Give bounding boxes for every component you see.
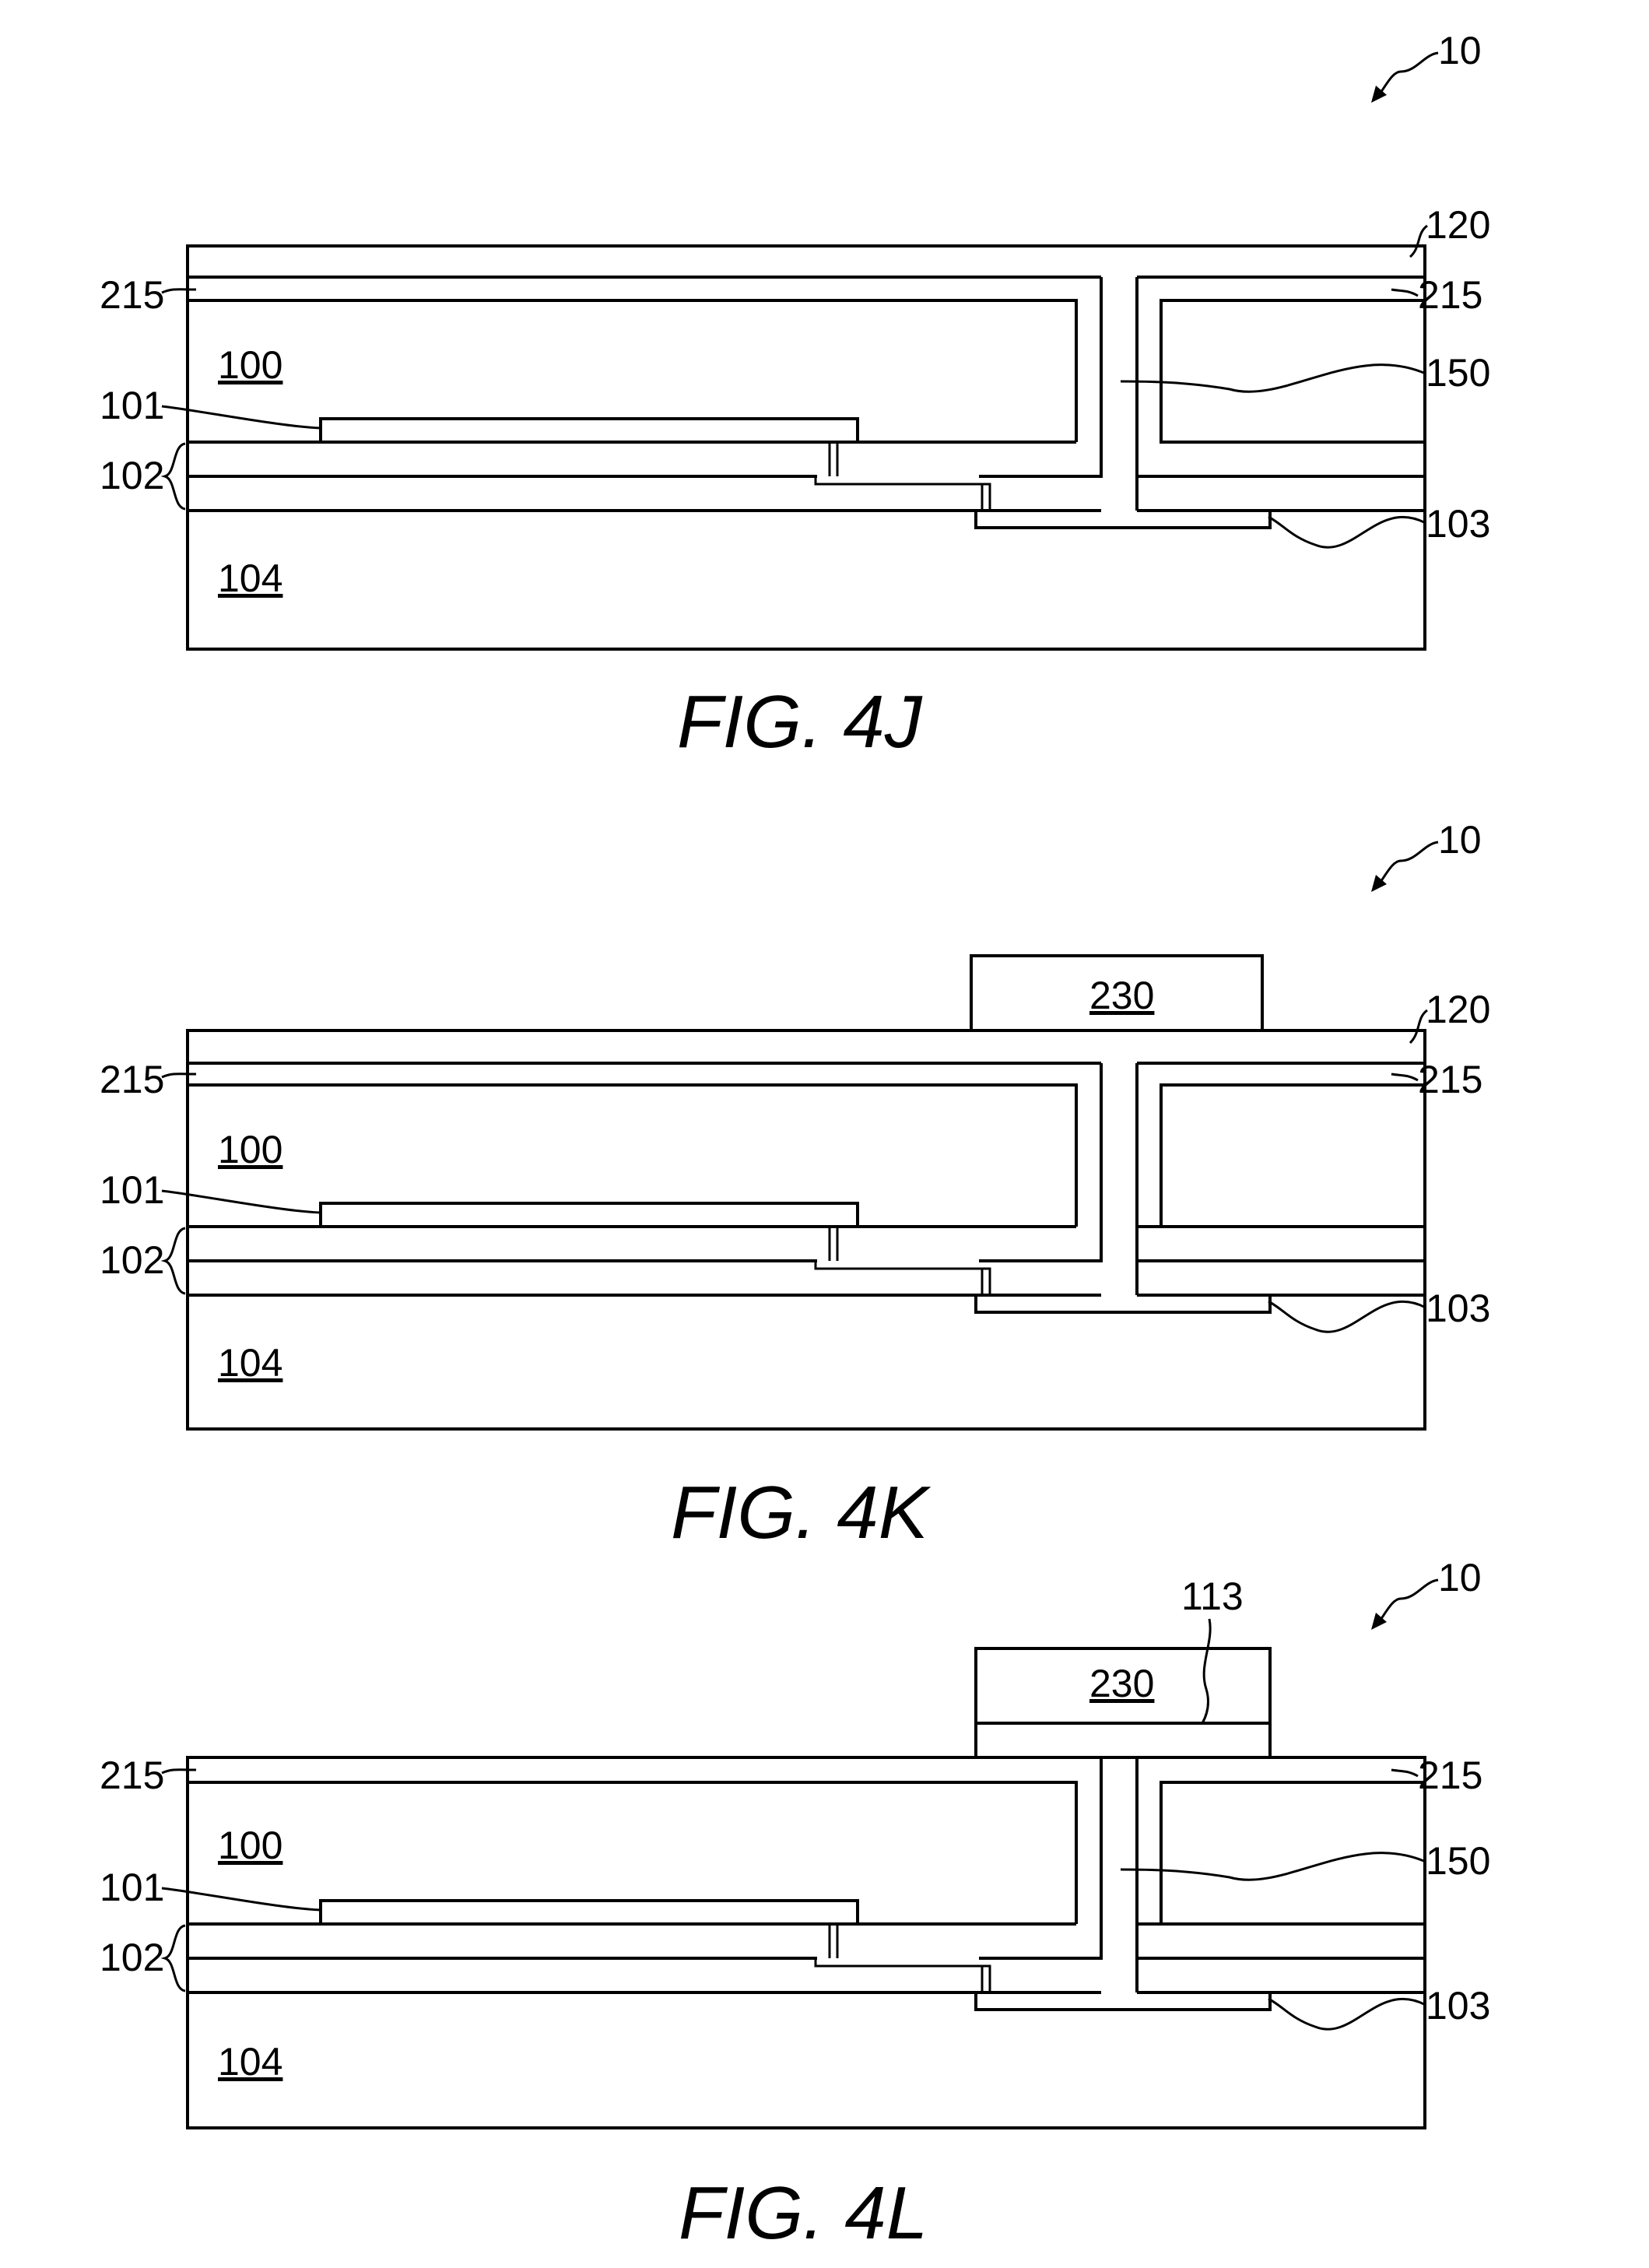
ref-10-label: 10 xyxy=(1438,29,1482,72)
label-215-left: 215 xyxy=(100,1058,164,1101)
label-100: 100 xyxy=(218,343,282,387)
ref-10-leader xyxy=(1377,841,1439,885)
ref-10-label: 10 xyxy=(1438,1556,1482,1599)
leader-120 xyxy=(1409,224,1428,258)
label-215-left: 215 xyxy=(100,1754,164,1797)
layer-215-left xyxy=(188,1781,1078,1924)
label-104: 104 xyxy=(218,556,282,600)
step-conductor xyxy=(814,476,991,511)
layer-215-right-block xyxy=(1160,1083,1426,1228)
label-215-right: 215 xyxy=(1418,1058,1482,1101)
leader-215-left xyxy=(161,1768,197,1775)
label-100: 100 xyxy=(218,1824,282,1867)
leader-103 xyxy=(1268,515,1426,549)
ref-10-leader xyxy=(1377,1578,1439,1623)
ref-10-leader xyxy=(1377,51,1439,96)
step-conductor xyxy=(814,1261,991,1295)
label-230: 230 xyxy=(1089,974,1154,1017)
caption-fig-4j: FIG. 4J xyxy=(677,680,923,764)
pad-103 xyxy=(974,1295,1272,1314)
label-102: 102 xyxy=(100,454,164,497)
label-150: 150 xyxy=(1426,1839,1490,1883)
leader-150 xyxy=(1120,1852,1426,1881)
pad-103 xyxy=(974,511,1272,529)
label-230: 230 xyxy=(1089,1662,1154,1705)
label-102: 102 xyxy=(100,1238,164,1282)
leader-103 xyxy=(1268,1997,1426,2031)
caption-fig-4l: FIG. 4L xyxy=(679,2171,928,2255)
label-113: 113 xyxy=(1181,1575,1244,1618)
substrate-outline xyxy=(186,1756,1426,2129)
label-215-left: 215 xyxy=(100,273,164,317)
brace-102 xyxy=(160,442,186,511)
leader-215-right xyxy=(1391,288,1419,297)
label-103: 103 xyxy=(1426,1984,1490,2028)
via-150-left-wall xyxy=(979,1757,1103,1960)
label-104: 104 xyxy=(218,1341,282,1385)
figure-4k: 10 230 120 215 215 100 101 xyxy=(100,818,1490,1554)
label-120: 120 xyxy=(1426,203,1490,247)
leader-101 xyxy=(161,1887,321,1912)
via-150-left-wall xyxy=(979,277,1103,478)
leader-103 xyxy=(1268,1300,1426,1333)
ref-10-arrowhead xyxy=(1371,1613,1387,1630)
substrate-outline xyxy=(186,244,1426,651)
leader-215-left xyxy=(161,1073,197,1079)
label-100: 100 xyxy=(218,1128,282,1171)
leader-215-right xyxy=(1391,1073,1419,1082)
element-101 xyxy=(319,1202,859,1228)
leader-150 xyxy=(1120,363,1426,393)
brace-102 xyxy=(160,1227,186,1295)
label-104: 104 xyxy=(218,2040,282,2084)
ref-10-label: 10 xyxy=(1438,818,1482,862)
leader-101 xyxy=(161,1189,321,1214)
label-215-right: 215 xyxy=(1418,273,1482,317)
caption-fig-4k: FIG. 4K xyxy=(671,1471,932,1554)
label-101: 101 xyxy=(100,384,164,427)
figure-4j: 10 120 215 215 xyxy=(100,29,1490,764)
element-101 xyxy=(319,1899,859,1926)
step-conductor xyxy=(814,1958,991,1992)
via-left-wall xyxy=(979,1063,1103,1262)
label-102: 102 xyxy=(100,1936,164,1979)
substrate-outline xyxy=(186,1029,1426,1431)
label-101: 101 xyxy=(100,1866,164,1909)
label-103: 103 xyxy=(1426,1287,1490,1330)
label-215-right: 215 xyxy=(1418,1754,1482,1797)
ref-10-arrowhead xyxy=(1371,875,1387,892)
leader-215-left xyxy=(161,288,197,294)
label-120: 120 xyxy=(1426,988,1490,1031)
label-150: 150 xyxy=(1426,351,1490,395)
leader-113 xyxy=(1201,1618,1212,1724)
element-101 xyxy=(319,417,859,444)
leader-101 xyxy=(161,405,321,430)
figure-4l: 10 113 230 215 215 100 101 102 xyxy=(100,1556,1490,2255)
leader-120 xyxy=(1409,1009,1428,1044)
ref-10-arrowhead xyxy=(1371,86,1387,103)
leader-215-right xyxy=(1391,1768,1419,1778)
layer-215-left xyxy=(188,299,1078,442)
layer-215-left xyxy=(188,1083,1078,1227)
pad-103 xyxy=(974,1992,1272,2011)
label-101: 101 xyxy=(100,1168,164,1212)
label-103: 103 xyxy=(1426,502,1490,546)
layer-215-right-block xyxy=(1160,299,1426,444)
brace-102 xyxy=(160,1924,186,1992)
